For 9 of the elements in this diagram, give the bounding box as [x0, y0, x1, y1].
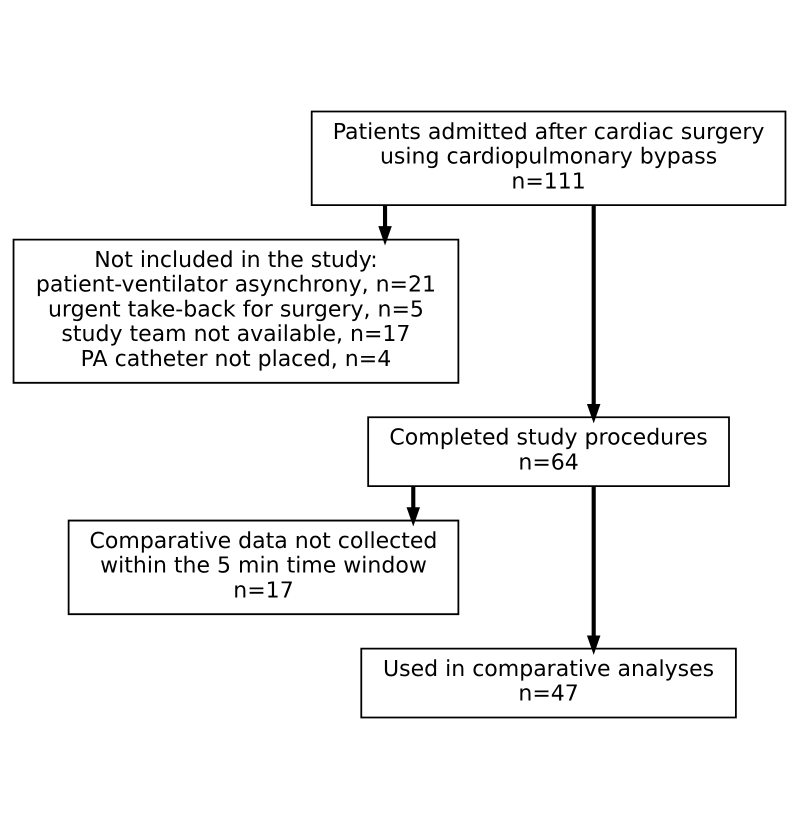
node-box: Comparative data not collected within the 5 min time window n=17 — [68, 519, 460, 615]
arrow — [378, 204, 392, 245]
arrow — [406, 486, 420, 526]
node-box: Not included in the study: patient-ventilator asynchrony, n=21 urgent take-back for surgery, n=5 study team not available, n=17 PA catheter not placed, n=4 — [12, 238, 460, 384]
node-box: Completed study procedures n=64 — [367, 416, 730, 486]
node-box: Used in comparative analyses n=47 — [360, 647, 737, 718]
node-box: Patients admitted after cardiac surgery using cardiopulmonary bypass n=111 — [310, 110, 786, 206]
arrow — [586, 486, 600, 654]
arrow — [586, 204, 600, 423]
